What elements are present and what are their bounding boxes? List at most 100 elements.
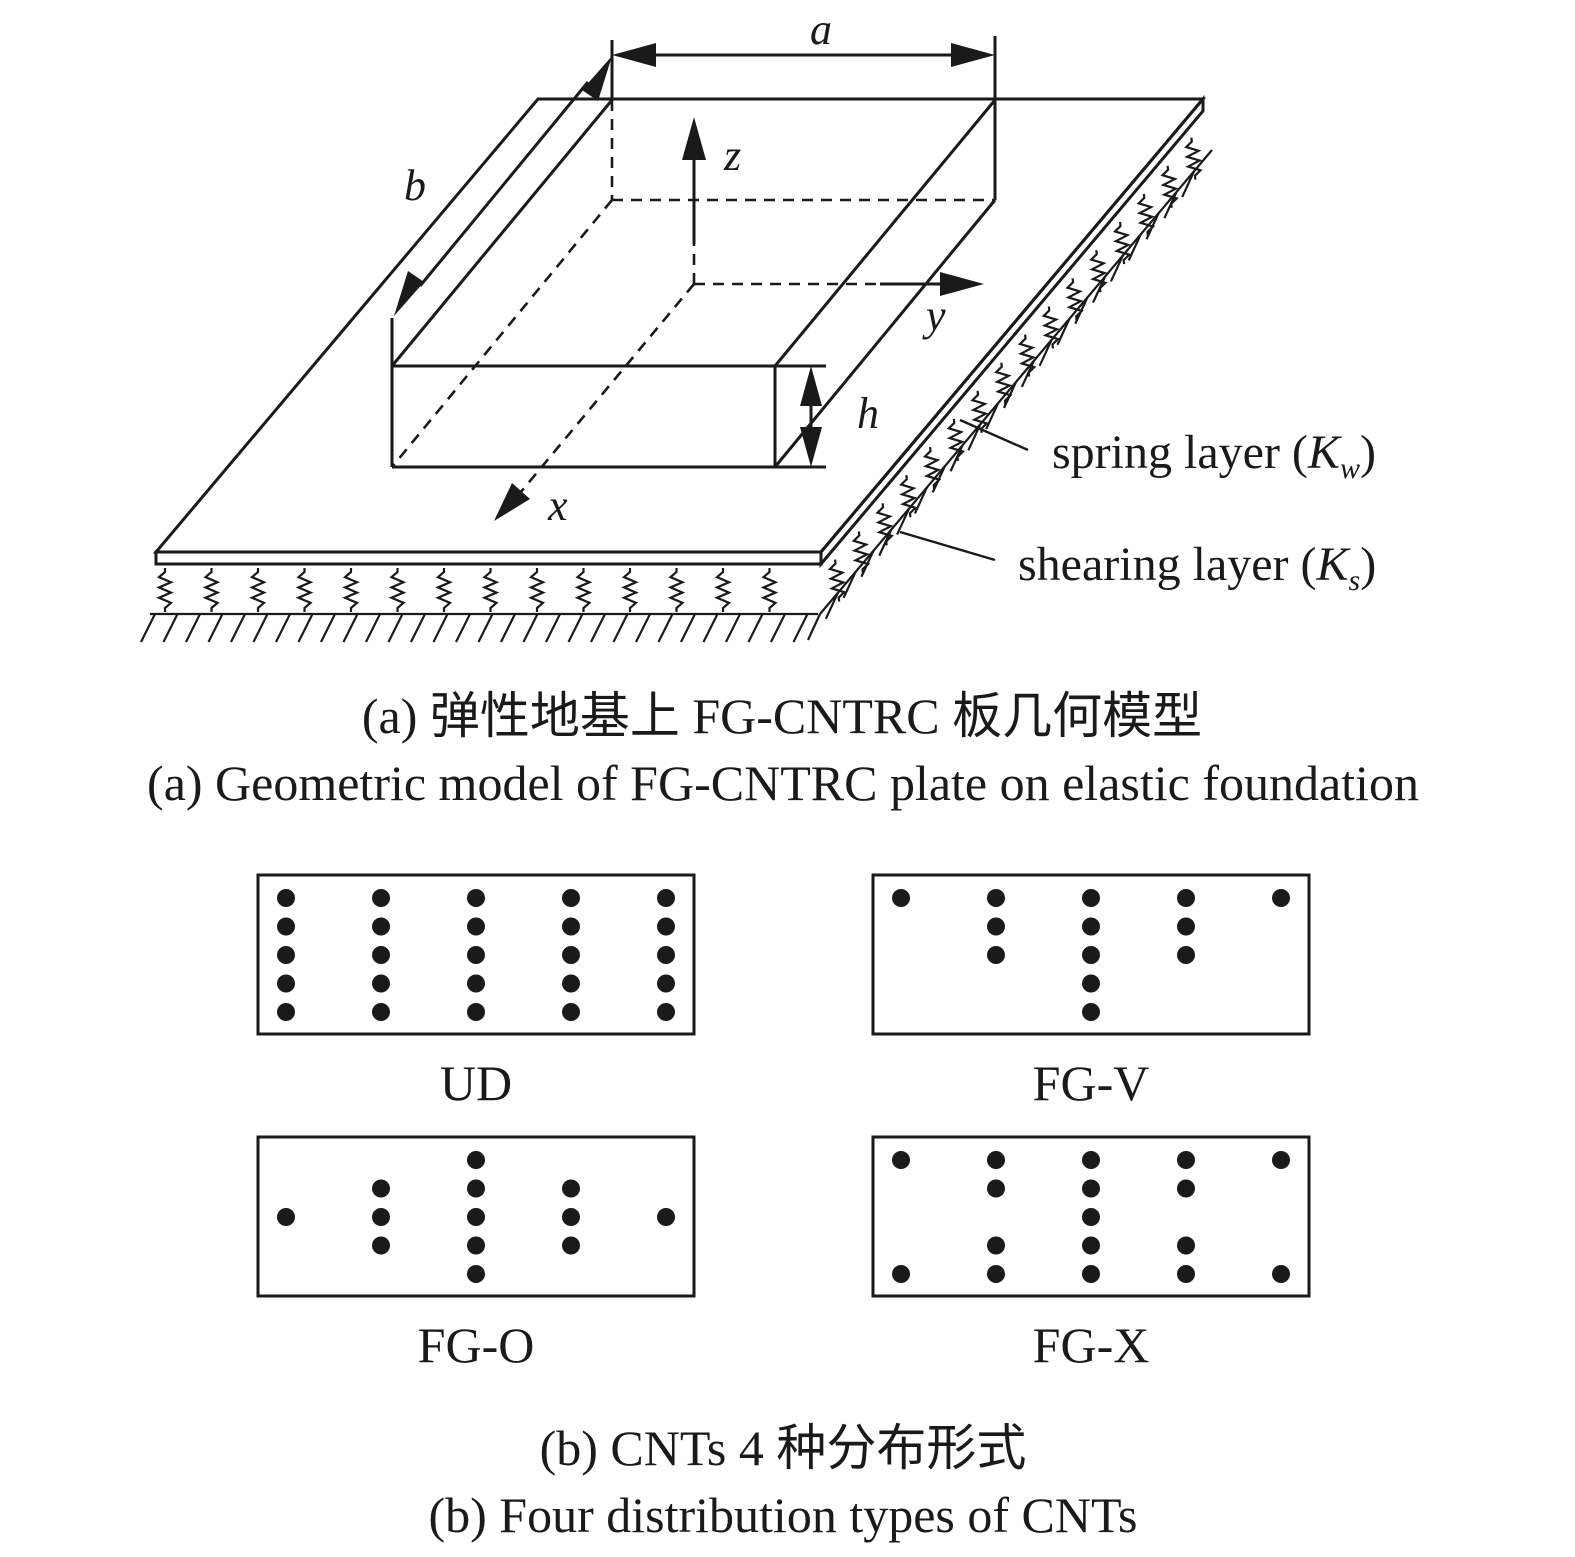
hatch-mark [1074, 297, 1089, 325]
cnt-dot [372, 917, 390, 936]
spring-leader-line [959, 418, 1029, 452]
cnt-dot [1082, 889, 1100, 907]
cnt-dot [467, 1003, 485, 1021]
hatch-mark [1003, 381, 1017, 409]
cnt-dot [562, 889, 580, 907]
cnt-dot [892, 1265, 910, 1283]
spring [202, 568, 221, 612]
cnt-dot [562, 1208, 580, 1226]
hatch-mark [410, 613, 426, 643]
cnt-dot [1082, 1179, 1100, 1198]
hatch-mark [770, 613, 786, 643]
cnt-dot [987, 889, 1005, 907]
pattern-label-fg-x: FG-X [1033, 1317, 1150, 1373]
cnt-dot [1082, 1151, 1100, 1169]
cnt-dot [987, 1236, 1005, 1255]
cnt-dot [657, 1208, 675, 1226]
cnt-dot [987, 1179, 1005, 1198]
cnt-dot [657, 889, 675, 907]
label-h: h [857, 389, 879, 438]
spring [1041, 306, 1061, 349]
shearing-layer-label: shearing layer (Ks) [1018, 538, 1376, 597]
hatch-mark [985, 402, 1000, 430]
cnt-dot [1082, 917, 1100, 936]
pattern-ud: UD [256, 873, 696, 1111]
caption-b-en: (b) Four distribution types of CNTs [429, 1487, 1138, 1543]
cnt-dot [987, 917, 1005, 936]
hatch-mark [680, 613, 696, 643]
shear-leader-line [899, 530, 996, 562]
hatch-mark [455, 613, 471, 643]
label-z: z [723, 131, 741, 180]
hatch-mark [297, 613, 314, 643]
hatch-mark [896, 508, 911, 536]
label-a: a [810, 5, 832, 54]
hatch-mark [725, 613, 741, 643]
front-springs [156, 568, 779, 612]
cnt-dot [562, 1236, 580, 1255]
spring [760, 568, 779, 612]
spring [156, 568, 174, 612]
spring [388, 568, 407, 612]
cnt-dot [1177, 1265, 1195, 1283]
cnt-dot [372, 974, 390, 993]
cnt-dot [1177, 917, 1195, 936]
spring [621, 568, 639, 612]
cnt-dot [987, 1265, 1005, 1283]
pattern-label-fg-o: FG-O [418, 1317, 535, 1373]
spring [667, 568, 686, 612]
hatch-mark [807, 613, 821, 641]
cnt-dot [1272, 1151, 1290, 1169]
hatch-mark [747, 613, 764, 643]
cnt-dot [562, 946, 580, 964]
hatch-mark [792, 613, 809, 643]
hatch-mark [500, 613, 516, 643]
hatch-mark [207, 613, 224, 643]
hatch-mark [1020, 360, 1035, 388]
hatch-mark [878, 529, 893, 557]
label-b: b [404, 161, 426, 210]
spring [481, 568, 500, 612]
cnt-dot [277, 889, 295, 907]
distribution-panels: UD FG-V FG-O FG-X (b) CNTs 4 种分布形式 (b) F… [256, 873, 1311, 1543]
spring [249, 568, 267, 612]
hatch-mark [545, 613, 561, 643]
spring [528, 568, 546, 612]
caption-b-cn: (b) CNTs 4 种分布形式 [540, 1420, 1027, 1476]
spring [1160, 165, 1179, 208]
cnt-dot [1082, 1236, 1100, 1255]
cnt-dot [467, 974, 485, 993]
pattern-fg-x: FG-X [871, 1135, 1311, 1373]
hatch-mark [522, 613, 539, 643]
cnt-dot [1082, 974, 1100, 993]
hatch-mark [949, 444, 964, 472]
dimension-b [390, 56, 612, 366]
cnt-dot [467, 1151, 485, 1169]
spring [1017, 334, 1037, 377]
cnt-dot [1272, 1265, 1290, 1283]
cnt-dot [372, 1208, 390, 1226]
side-springs [827, 137, 1203, 602]
label-x: x [547, 481, 568, 530]
cnt-dot [277, 917, 295, 936]
hatch-mark [1181, 170, 1196, 198]
cnt-dot [1177, 889, 1195, 907]
hatch-mark [1163, 191, 1178, 219]
hatch-mark [842, 571, 857, 599]
hatch-mark [365, 613, 381, 643]
hatch-mark [931, 465, 946, 493]
cnt-dot [892, 1151, 910, 1169]
cnt-dot [1177, 1179, 1195, 1198]
axes [494, 117, 984, 521]
cnt-dot [467, 1208, 485, 1226]
pattern-fg-v: FG-V [871, 873, 1311, 1111]
cnt-dot [1082, 1003, 1100, 1021]
front-ground-hatch [140, 612, 818, 643]
cnt-dot [372, 946, 390, 964]
spring [827, 559, 847, 602]
cnt-dot [277, 1003, 295, 1021]
hatch-mark [252, 613, 269, 643]
hatch-mark [342, 613, 359, 643]
cnt-dot [467, 946, 485, 964]
spring [970, 390, 989, 433]
